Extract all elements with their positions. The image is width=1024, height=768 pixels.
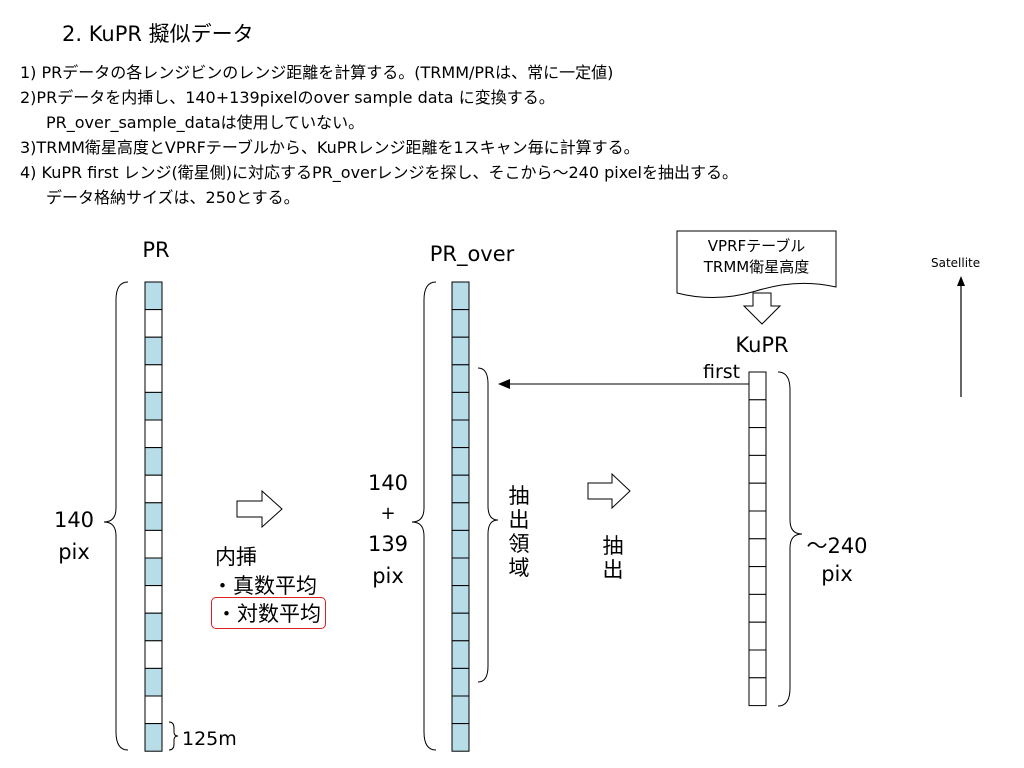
pr-column xyxy=(144,281,163,752)
pr-over-bin-cell xyxy=(451,502,470,531)
kupr-first-label: first xyxy=(703,361,741,383)
pr-over-bin-cell xyxy=(451,640,470,669)
interp-option-true-mean: ・真数平均 xyxy=(212,574,317,598)
pr-bin-cell xyxy=(144,557,163,587)
pr-bin-size: 125m xyxy=(182,728,237,750)
kupr-bin-cell xyxy=(748,593,767,623)
kupr-label: KuPR xyxy=(735,333,789,357)
interp-label: 内挿 xyxy=(215,545,257,569)
step-4: 4) KuPR first レンジ(衛星側)に対応するPR_overレンジを探し… xyxy=(20,163,738,182)
first-arrow-head xyxy=(498,379,510,389)
kupr-bin-cell xyxy=(748,427,767,456)
pr-over-column xyxy=(451,281,470,752)
over-left-brace xyxy=(411,281,437,751)
pr-bin-cell xyxy=(144,695,163,725)
pr-over-label: PR_over xyxy=(429,242,515,266)
pr-bin-cell xyxy=(144,419,163,449)
kupr-bin-cell xyxy=(748,454,767,484)
pr-over-bin-cell xyxy=(451,612,470,642)
pr-label: PR xyxy=(142,238,170,262)
kupr-bin-cell xyxy=(748,677,767,707)
step-4-note: データ格納サイズは、250とする。 xyxy=(46,188,300,207)
pr-count-value: 140 xyxy=(53,508,95,532)
pr-over-bin-cell xyxy=(451,419,470,449)
pr-over-bin-cell xyxy=(451,281,470,311)
pr-over-bin-cell xyxy=(451,585,470,614)
input-document-shape xyxy=(676,230,837,298)
kupr-column xyxy=(748,371,767,707)
extract-region-label: 抽出領域 xyxy=(508,484,530,580)
pr-count-unit: pix xyxy=(58,540,90,564)
step-2: 2)PRデータを内挿し、140+139pixelのover sample dat… xyxy=(20,88,555,107)
doc-down-arrow xyxy=(742,292,782,325)
pr-bin-cell xyxy=(144,585,163,614)
kupr-bin-cell xyxy=(748,538,767,568)
satellite-arrow-head xyxy=(957,276,965,286)
input-doc-line1: VPRFテーブル xyxy=(707,237,806,255)
kupr-bin-cell xyxy=(748,621,767,651)
kupr-bin-cell xyxy=(748,649,767,679)
interp-option-log-mean: ・対数平均 xyxy=(211,597,326,629)
extract-region-brace xyxy=(477,367,499,683)
kupr-bin-cell xyxy=(748,482,767,512)
pr-bin-cell xyxy=(144,309,163,338)
pr-over-count-b: 139 xyxy=(367,532,409,556)
satellite-label: Satellite xyxy=(931,256,981,270)
pr-over-bin-cell xyxy=(451,336,470,366)
extract-label: 抽出 xyxy=(602,534,624,582)
pr-bin-cell xyxy=(144,447,163,476)
pr-over-count-plus: + xyxy=(380,503,396,524)
input-doc-line2: TRMM衛星高度 xyxy=(703,258,810,276)
pr-bin-cell xyxy=(144,612,163,642)
pr-bin-cell xyxy=(144,364,163,393)
pr-bin-cell xyxy=(144,640,163,669)
pr-over-bin-cell xyxy=(451,695,470,725)
pr-bin-cell xyxy=(144,391,163,421)
pr-bin-cell xyxy=(144,502,163,531)
pr-left-brace xyxy=(103,281,129,751)
pr-over-count-unit: pix xyxy=(372,564,404,588)
pr-over-bin-cell xyxy=(451,667,470,697)
kupr-count-value: 〜240 xyxy=(806,534,868,558)
pr-over-bin-cell xyxy=(451,529,470,559)
pr-over-bin-cell xyxy=(451,309,470,338)
pr-bin-cell xyxy=(144,336,163,366)
pr-bin-cell xyxy=(144,667,163,697)
step-1: 1) PRデータの各レンジビンのレンジ距離を計算する。(TRMM/PRは、常に一… xyxy=(20,63,614,82)
step-2-note: PR_over_sample_dataは使用していない。 xyxy=(46,113,365,132)
kupr-bin-cell xyxy=(748,566,767,595)
kupr-count-unit: pix xyxy=(821,562,853,586)
pr-bin-cell xyxy=(144,723,163,752)
kupr-bin-cell xyxy=(748,510,767,540)
pr-over-bin-cell xyxy=(451,364,470,393)
pr-bin-cell xyxy=(144,474,163,504)
kupr-bin-cell xyxy=(748,371,767,401)
kupr-right-brace xyxy=(777,371,803,707)
pr-over-bin-cell xyxy=(451,557,470,587)
pr-bin-cell xyxy=(144,529,163,559)
pr-over-bin-cell xyxy=(451,447,470,476)
page-title: 2. KuPR 擬似データ xyxy=(62,22,254,46)
step-3: 3)TRMM衛星高度とVPRFテーブルから、KuPRレンジ距離を1スキャン毎に計… xyxy=(20,138,640,157)
kupr-bin-cell xyxy=(748,399,767,429)
pr-over-bin-cell xyxy=(451,723,470,752)
extract-arrow xyxy=(587,472,631,510)
pr-over-count-a: 140 xyxy=(367,471,409,495)
pr-bin-brace xyxy=(168,721,179,751)
pr-over-bin-cell xyxy=(451,474,470,504)
pr-bin-cell xyxy=(144,281,163,311)
interp-arrow xyxy=(236,489,283,529)
pr-over-bin-cell xyxy=(451,391,470,421)
